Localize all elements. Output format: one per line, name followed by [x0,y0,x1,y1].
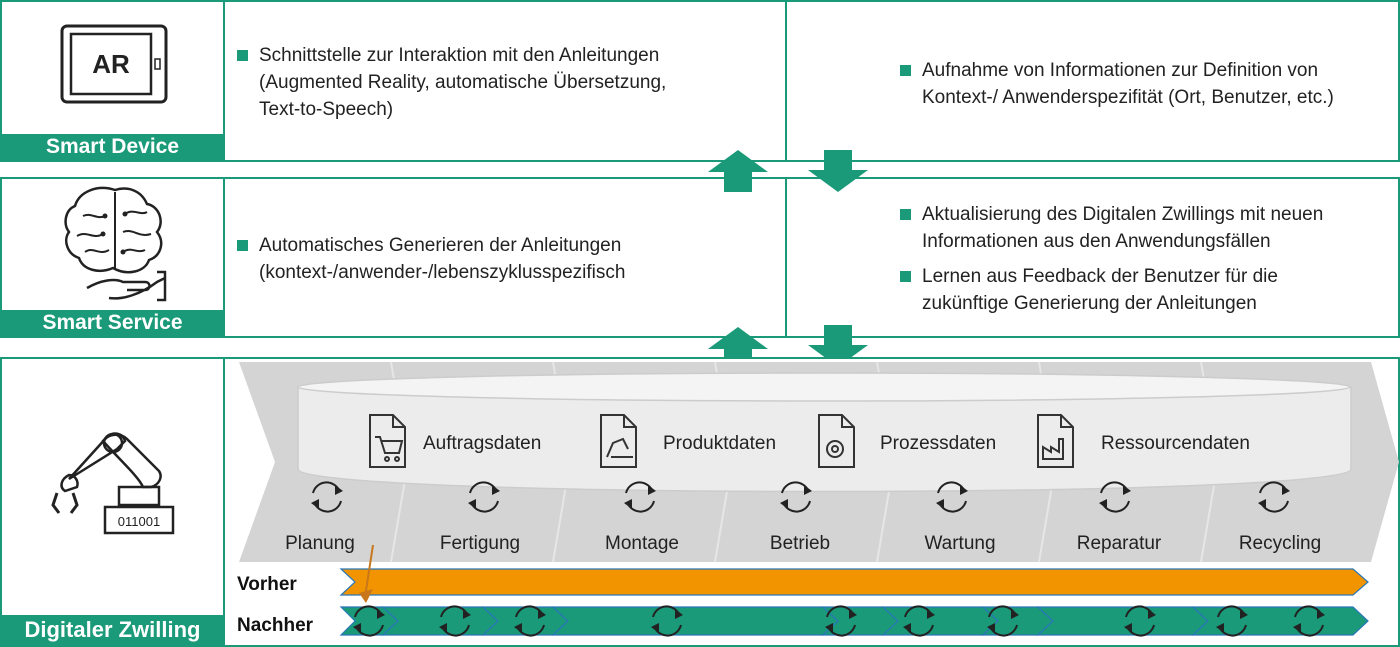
lifecycle-panel: Auftragsdaten Produktdaten Prozessdaten … [223,357,1400,647]
smart-service-label: Smart Service [2,310,223,336]
product-document-icon [600,414,637,468]
cart-document-icon [369,414,406,468]
phase-label: Betrieb [769,533,831,554]
arrow-down-icon [808,325,868,367]
smart-device-left-panel: Schnittstelle zur Interaktion mit den An… [223,0,787,162]
bullet-square [237,240,248,251]
data-type-label: Produktdaten [663,433,777,454]
robot-arm-icon: 011001 [51,432,175,535]
smart-service-box: Smart Service [0,177,225,338]
data-type-label: Ressourcendaten [1101,433,1250,454]
bullet-square [900,209,911,220]
phase-label: Montage [605,533,679,554]
feedback-arrow [364,544,374,598]
resource-factory-document-icon [1037,414,1074,468]
lifecycle-diagram [239,361,1399,636]
ar-icon-text: AR [92,49,130,79]
before-bar [339,568,1369,596]
tablet-ar-icon: AR [60,24,168,104]
process-gear-document-icon [818,414,855,468]
before-label: Vorher [237,574,297,595]
data-type-label: Auftragsdaten [423,433,542,454]
brain-hand-icon [64,186,167,302]
arrow-up-icon [708,327,768,369]
smart-device-box: AR Smart Device [0,0,225,162]
after-label: Nachher [237,615,314,636]
smart-service-right-bullet-1: Aktualisierung des Digitalen Zwillings m… [900,201,1362,255]
smart-service-left-bullet: Automatisches Generieren der Anleitungen… [237,232,689,286]
binary-text: 011001 [118,514,160,529]
smart-service-left-panel: Automatisches Generieren der Anleitungen… [223,177,787,338]
smart-device-left-bullet: Schnittstelle zur Interaktion mit den An… [237,42,669,123]
phase-label: Reparatur [1076,533,1162,554]
data-type-label: Prozessdaten [880,433,997,454]
smart-device-label: Smart Device [2,134,223,160]
phase-label: Fertigung [439,533,521,554]
after-bar [339,606,1369,636]
smart-device-right-bullet: Aufnahme von Informationen zur Definitio… [900,57,1392,111]
smart-device-right-panel: Aufnahme von Informationen zur Definitio… [785,0,1400,162]
bullet-square [900,65,911,76]
phase-label: Wartung [924,533,996,554]
phase-label: Recycling [1238,533,1322,554]
bullet-square [900,271,911,282]
smart-service-right-panel: Aktualisierung des Digitalen Zwillings m… [785,177,1400,338]
arrow-up-icon [708,150,768,192]
digital-twin-box: 011001 Digitaler Zwilling [0,357,225,647]
bullet-square [237,50,248,61]
smart-service-right-bullet-2: Lernen aus Feedback der Benutzer für die… [900,263,1362,317]
phase-label: Planung [285,533,355,554]
arrow-down-icon [808,150,868,192]
digital-twin-label: Digitaler Zwilling [2,615,223,645]
